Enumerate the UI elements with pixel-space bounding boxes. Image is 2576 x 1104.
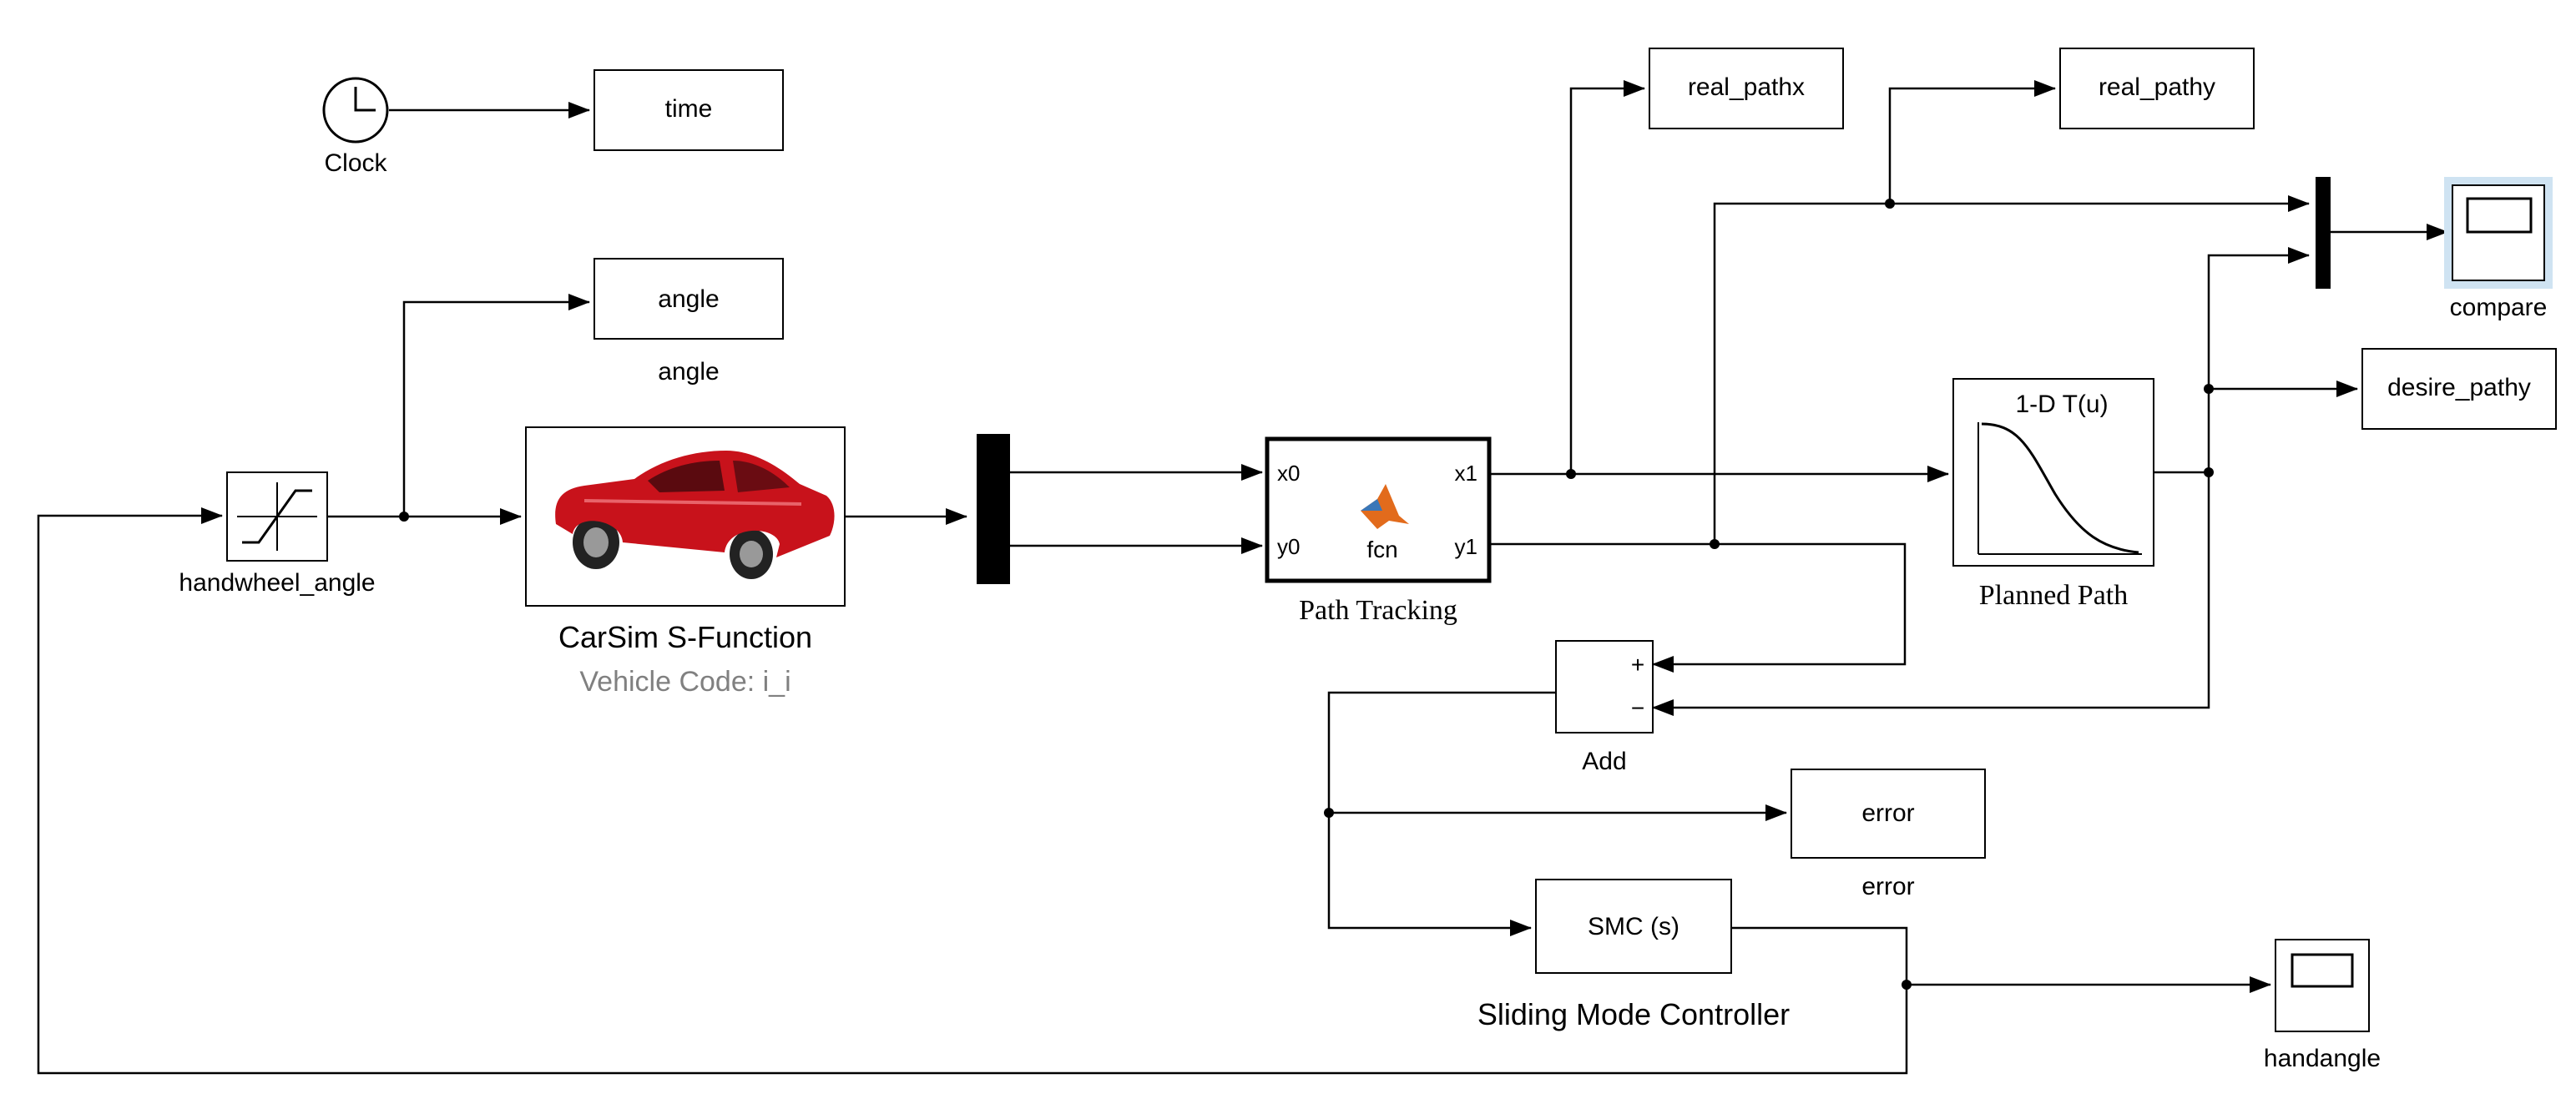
junction-dot	[2204, 467, 2214, 477]
matlab-logo-icon	[1361, 484, 1409, 529]
junction-dot	[2204, 384, 2214, 394]
smc-label: Sliding Mode Controller	[1477, 997, 1790, 1031]
junction-dot	[399, 512, 409, 522]
angle-block[interactable]: angle angle	[593, 258, 784, 386]
smc-block[interactable]: SMC (s) Sliding Mode Controller	[1477, 879, 1790, 1031]
wire-y1-compare-mux	[1713, 195, 2310, 544]
add-minus: −	[1631, 695, 1644, 721]
wire-planned-compare	[2207, 247, 2310, 472]
saturation-label: handwheel_angle	[179, 569, 375, 597]
scope-icon	[2466, 197, 2533, 234]
add-plus: +	[1631, 652, 1644, 678]
handangle-scope-block[interactable]: handangle	[2264, 939, 2381, 1072]
wire-planned-add	[1652, 472, 2210, 716]
smc-block-text: SMC (s)	[1588, 913, 1679, 940]
handangle-label: handangle	[2264, 1045, 2381, 1072]
path-tracking-in2: y0	[1277, 534, 1300, 559]
angle-block-text: angle	[658, 285, 719, 313]
planned-path-block[interactable]: 1-D T(u) Planned Path	[1952, 378, 2154, 611]
junction-dot	[1902, 980, 1912, 990]
add-label: Add	[1582, 748, 1626, 775]
error-block[interactable]: error error	[1791, 769, 1986, 900]
error-block-text: error	[1861, 799, 1914, 827]
wire-feedback	[37, 507, 1908, 1075]
path-tracking-in1: x0	[1277, 461, 1300, 486]
wire-sat-angle	[402, 294, 590, 517]
junction-dots	[399, 199, 2214, 990]
clock-icon	[322, 77, 389, 144]
time-block[interactable]: time	[593, 69, 784, 151]
saturation-icon	[237, 482, 317, 551]
junction-dot	[1885, 199, 1895, 209]
path-tracking-out1: x1	[1455, 461, 1477, 486]
path-tracking-out2: y1	[1455, 534, 1477, 559]
real-pathy-block[interactable]: real_pathy	[2059, 48, 2255, 129]
planned-path-title: 1-D T(u)	[2015, 391, 2108, 418]
carsim-block[interactable]: CarSim S-Function Vehicle Code: i_i	[525, 426, 846, 698]
carsim-sublabel: Vehicle Code: i_i	[579, 666, 790, 698]
time-block-text: time	[665, 95, 713, 123]
car-icon	[555, 451, 835, 579]
wire-add-out	[1327, 691, 1556, 936]
junction-dot	[1710, 539, 1720, 549]
wire-x1-realx	[1569, 80, 1645, 474]
carsim-label: CarSim S-Function	[558, 620, 812, 654]
junction-dot	[1566, 469, 1576, 479]
real-pathy-text: real_pathy	[2099, 73, 2215, 101]
mux-block[interactable]	[977, 434, 1010, 584]
compare-scope-block[interactable]: compare	[2444, 177, 2553, 321]
planned-path-label: Planned Path	[1979, 580, 2128, 611]
scope-icon	[2291, 953, 2354, 988]
junction-dot	[1324, 808, 1334, 818]
desire-pathy-block[interactable]: desire_pathy	[2361, 348, 2557, 430]
path-tracking-label: Path Tracking	[1299, 595, 1457, 626]
error-block-label: error	[1861, 873, 1914, 900]
clock-block[interactable]: Clock	[322, 77, 389, 177]
path-tracking-fn: fcn	[1366, 537, 1397, 562]
real-pathx-text: real_pathx	[1688, 73, 1805, 101]
add-block[interactable]: + − Add	[1555, 640, 1654, 775]
desire-pathy-text: desire_pathy	[2387, 374, 2531, 401]
wire-y1-add	[1489, 542, 1907, 673]
path-tracking-block[interactable]: x0 y0 x1 y1 fcn Path Tracking	[1265, 436, 1492, 626]
compare-mux-block[interactable]	[2316, 177, 2331, 289]
compare-label: compare	[2450, 294, 2548, 321]
lookup-table-icon	[1977, 422, 2142, 555]
wire-y1-realy	[1888, 80, 2056, 204]
angle-block-label: angle	[658, 358, 719, 386]
clock-label: Clock	[324, 149, 387, 177]
saturation-block[interactable]: handwheel_angle	[179, 471, 376, 597]
wire-smc-handangle	[1731, 926, 2271, 993]
real-pathx-block[interactable]: real_pathx	[1649, 48, 1844, 129]
